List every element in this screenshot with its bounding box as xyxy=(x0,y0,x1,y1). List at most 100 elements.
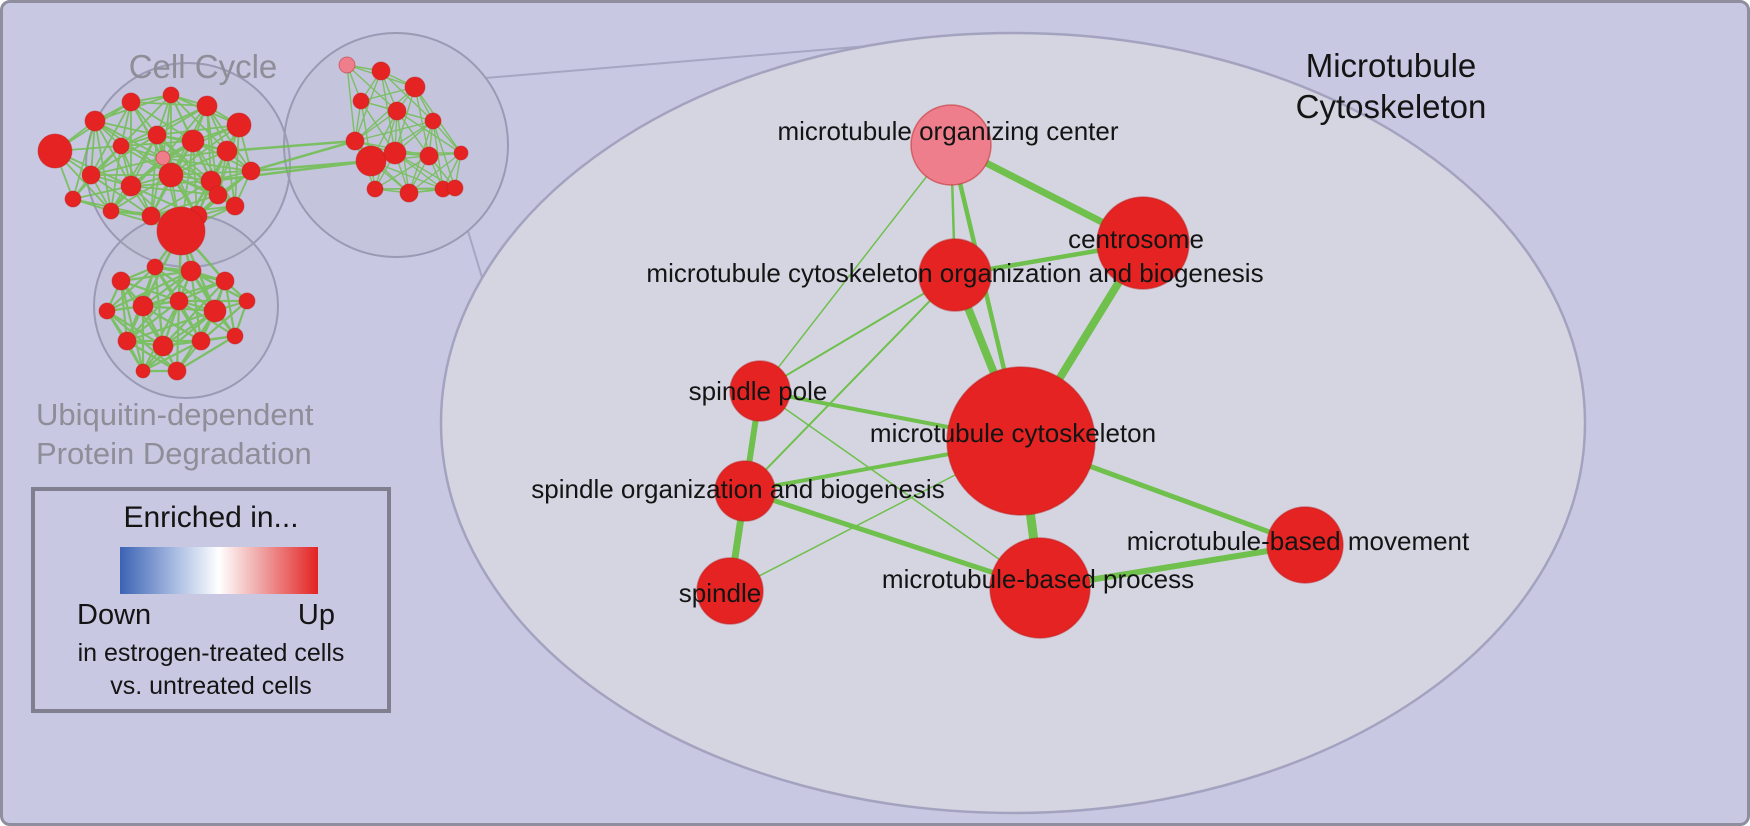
overview-node xyxy=(156,206,206,256)
node-label-sob: spindle organization and biogenesis xyxy=(531,474,944,504)
overview-node xyxy=(141,206,161,226)
overview-edge xyxy=(106,270,192,312)
overview-edge xyxy=(408,152,462,194)
overview-edge xyxy=(150,194,219,217)
overview-node xyxy=(112,137,130,155)
legend-down-label: Down xyxy=(77,599,152,631)
legend-caption-line2: vs. untreated cells xyxy=(110,672,312,700)
node-centrosome xyxy=(1096,196,1190,290)
overview-node xyxy=(135,363,151,379)
node-label-centrosome: centrosome xyxy=(1068,224,1204,254)
overview-edge xyxy=(106,266,156,312)
overview-node xyxy=(167,361,187,381)
overview-node xyxy=(117,331,137,351)
overview-edge xyxy=(223,280,237,337)
node-mcob xyxy=(918,238,992,312)
cluster-label-cell-cycle: Cell Cycle xyxy=(128,48,278,85)
overview-edge xyxy=(150,180,212,217)
cluster-label-microtubule-line1: Microtubule xyxy=(1305,47,1477,84)
detail-edge-sob-mbp xyxy=(742,488,1043,591)
detail-edge-mcob-sob xyxy=(744,274,956,492)
node-label-moc: microtubule organizing center xyxy=(777,116,1118,146)
legend-up-label: Up xyxy=(297,599,335,631)
overview-node xyxy=(81,165,101,185)
node-spindle xyxy=(696,557,764,625)
node-label-mbp: microtubule-based process xyxy=(882,564,1194,594)
overview-node xyxy=(238,292,256,310)
overview-node xyxy=(191,331,211,351)
overview-edge xyxy=(414,86,430,157)
overview-node xyxy=(352,92,370,110)
overview-node xyxy=(203,299,227,323)
cluster-label-ubiquitin: Ubiquitin-dependent Protein Degradation xyxy=(36,395,314,473)
overview-edge xyxy=(156,124,240,136)
overview-node xyxy=(453,145,469,161)
cluster-label-microtubule: Microtubule Cytoskeleton xyxy=(1296,45,1487,127)
overview-node xyxy=(371,61,391,81)
overview-nodes xyxy=(37,56,469,381)
node-label-mbm: microtubule-based movement xyxy=(1127,526,1470,556)
overview-node xyxy=(169,291,189,311)
overview-bridge-edge xyxy=(250,139,356,173)
overview-node xyxy=(181,129,205,153)
overview-edge xyxy=(162,150,228,159)
overview-edge xyxy=(142,279,226,308)
overview-edge xyxy=(126,300,180,342)
overview-edge xyxy=(162,94,172,159)
node-label-mcob: microtubule cytoskeleton organization an… xyxy=(646,258,1263,288)
legend-gradient-bar xyxy=(120,547,318,594)
detail-nodes xyxy=(696,104,1344,639)
overview-edge xyxy=(72,120,96,200)
overview-edge xyxy=(94,120,164,159)
overview-edge xyxy=(119,280,129,342)
overview-node xyxy=(37,133,73,169)
legend-title: Enriched in... xyxy=(123,501,299,534)
overview-node xyxy=(215,271,235,291)
overview-edge xyxy=(120,105,208,147)
overview-edge xyxy=(354,86,416,142)
overview-edge xyxy=(90,157,164,176)
overview-edge xyxy=(90,174,152,217)
overview-node xyxy=(208,185,228,205)
overview-node xyxy=(158,162,184,188)
overview-node xyxy=(446,179,464,197)
node-label-spindle_pole: spindle pole xyxy=(689,376,828,406)
overview-node xyxy=(366,180,384,198)
overview-node xyxy=(132,295,154,317)
overview-node xyxy=(383,141,407,165)
overview-edge xyxy=(130,101,164,159)
overview-node xyxy=(196,95,218,117)
overview-node xyxy=(404,76,426,98)
overview-node xyxy=(146,258,164,276)
overview-edge xyxy=(206,105,252,172)
overview-edge xyxy=(176,335,236,372)
overview-edge xyxy=(354,70,382,142)
detail-edge-spindle_pole-mbp xyxy=(759,390,1041,589)
detail-edge-mcob-spindle_pole xyxy=(759,274,956,392)
overview-node xyxy=(147,125,167,145)
node-sob xyxy=(714,460,776,522)
overview-edge xyxy=(354,120,434,142)
overview-node xyxy=(64,190,82,208)
overview-node xyxy=(399,183,419,203)
overview-node xyxy=(111,271,131,291)
overview-edge xyxy=(126,340,178,372)
overview-node xyxy=(226,327,244,345)
overview-edge xyxy=(162,157,252,172)
overview-edge xyxy=(142,340,202,372)
node-moc xyxy=(910,104,992,186)
overview-edge xyxy=(374,155,430,190)
overview-edge xyxy=(200,300,248,342)
overview-edge xyxy=(162,280,226,347)
overview-node xyxy=(216,140,238,162)
overview-edge xyxy=(90,101,132,176)
overview-node xyxy=(98,302,116,320)
network-svg: microtubule organizing center centrosome m… xyxy=(37,31,1587,815)
detail-node-labels: microtubule organizing center centrosome m… xyxy=(531,116,1470,608)
cluster-label-ubiquitin-line1: Ubiquitin-dependent xyxy=(36,397,314,432)
overview-node xyxy=(226,112,252,138)
overview-node xyxy=(225,196,245,216)
overview-node xyxy=(241,161,261,181)
overview-edge xyxy=(150,157,164,217)
legend-caption: in estrogen-treated cells vs. untreated … xyxy=(35,637,387,703)
